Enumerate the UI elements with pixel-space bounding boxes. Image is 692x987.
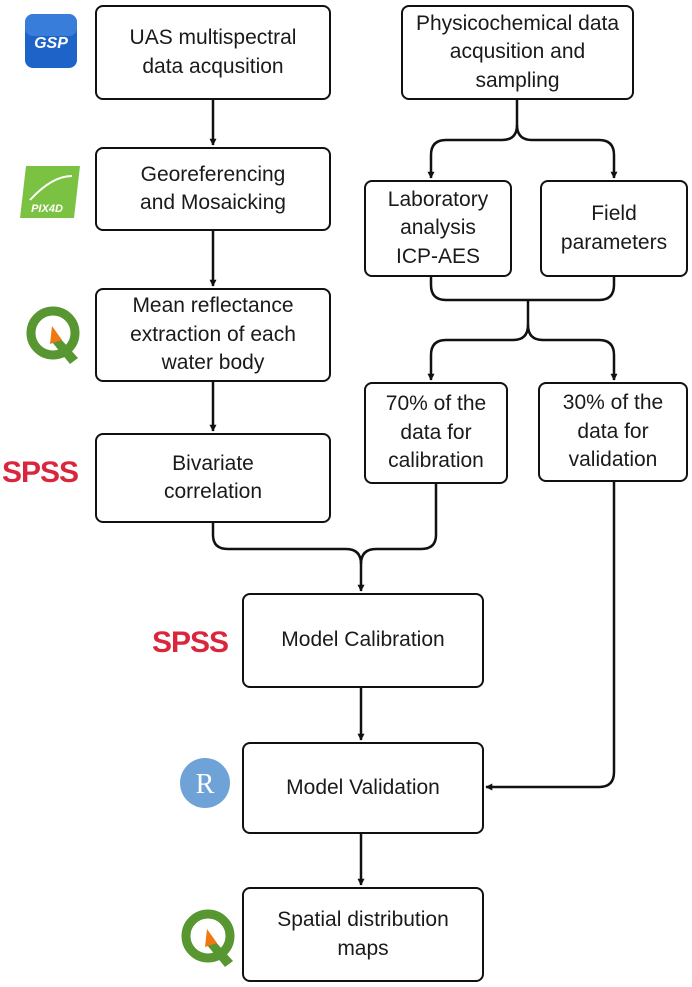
step-georeferencing: Georeferencing and Mosaicking [95,147,331,231]
qgis-logo-icon [26,306,80,364]
connector-physico-split [427,100,519,179]
spss-logo-icon-2: SPSS [152,626,228,659]
step-physicochemical: Physicochemical data acqusition and samp… [401,5,634,100]
step-calibration-split: 70% of the data for calibration [364,382,508,484]
connector-merge-right [526,324,618,381]
step-spatial-maps: Spatial distribution maps [242,887,484,982]
step-field-parameters: Field parameters [540,180,688,277]
spss-logo-icon: SPSS [2,456,78,489]
gsp-logo-text: GSP [34,35,68,52]
step-mean-reflectance: Mean reflectance extraction of each wate… [95,288,331,382]
qgis-logo-icon-2 [181,909,235,967]
step-bivariate-correlation: Bivariate correlation [95,433,331,523]
connector-physico-right [515,124,618,179]
connector-lab-field-merge [429,277,616,302]
pix4d-logo-icon: PIX4D [20,166,80,218]
connector-valid30-to-val [485,482,616,791]
gsp-logo-icon: GSP [25,14,77,68]
connector-merge-down [427,300,530,381]
step-uas-acquisition: UAS multispectral data acqusition [95,5,331,100]
svg-text:R: R [196,769,215,800]
connector-bivariate-calib [211,523,365,592]
step-model-calibration: Model Calibration [242,593,484,688]
r-logo-icon: R [180,758,230,808]
step-validation-split: 30% of the data for validation [538,382,688,482]
pix4d-logo-text: PIX4D [31,203,63,215]
connector-calib70-merge [359,484,438,565]
step-laboratory-analysis: Laboratory analysis ICP-AES [364,180,512,277]
step-model-validation: Model Validation [242,742,484,834]
